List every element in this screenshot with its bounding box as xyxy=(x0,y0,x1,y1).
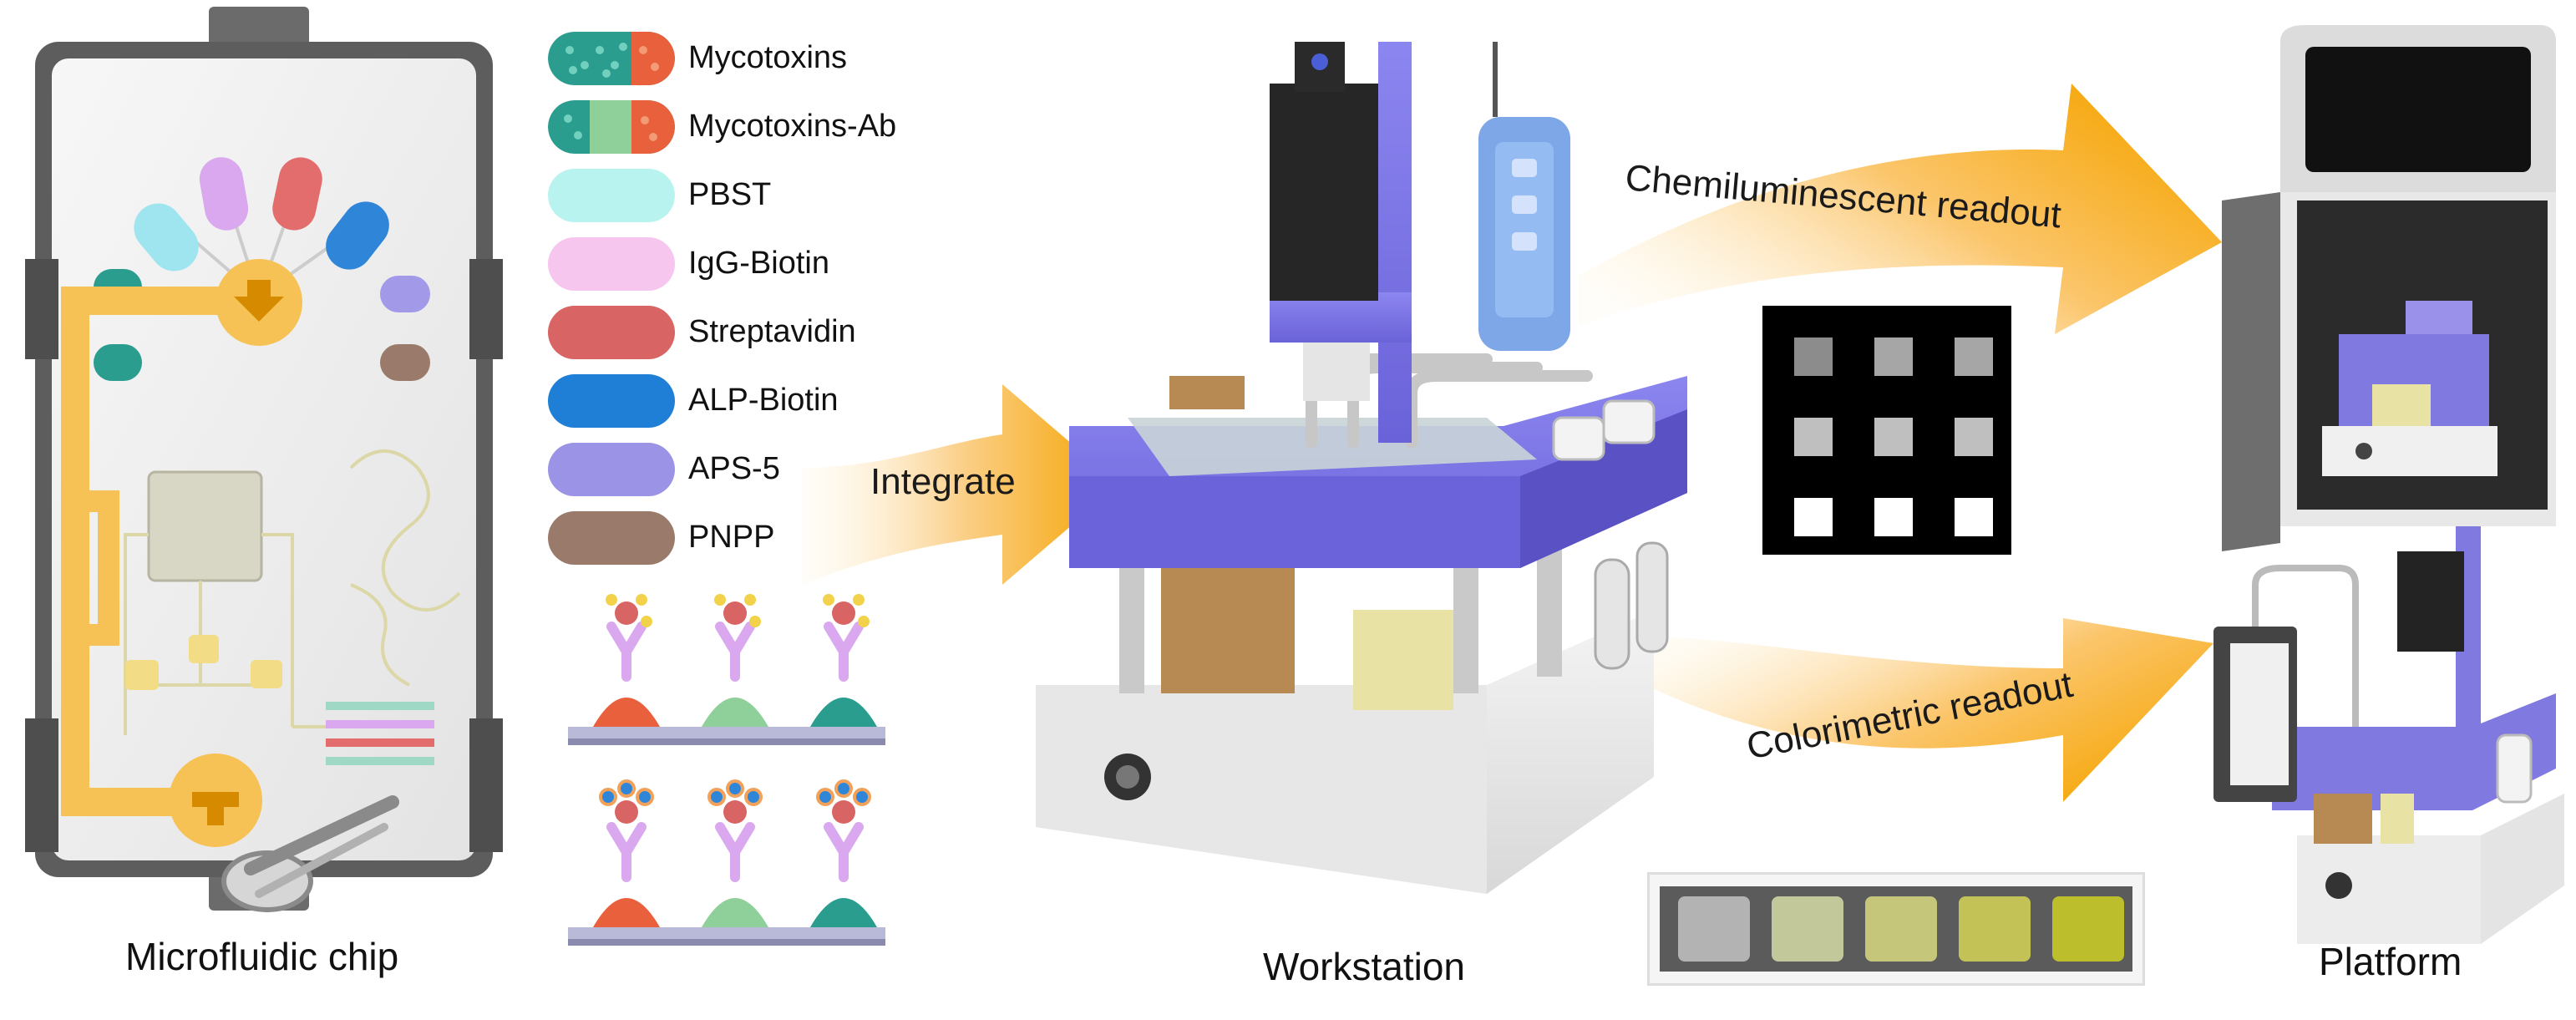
legend-swatch-pnpp xyxy=(548,511,675,565)
chip-reaction-chamber xyxy=(147,470,263,582)
antibody-complex-top xyxy=(593,594,877,727)
remote-control xyxy=(1478,42,1570,351)
legend-item: Mycotoxins-Ab xyxy=(548,97,966,165)
legend-label: PBST xyxy=(688,177,772,212)
legend-swatch-igg-biotin xyxy=(548,237,675,291)
legend-label: APS-5 xyxy=(688,451,780,486)
microfluidic-chip-illustration xyxy=(25,7,503,912)
chemi-spot xyxy=(1955,498,1993,536)
chemi-spot xyxy=(1955,418,1993,456)
legend-label: PNPP xyxy=(688,520,775,555)
legend-item: PNPP xyxy=(548,508,966,576)
chip-fluid-channels xyxy=(61,287,273,816)
workstation-motor xyxy=(1270,84,1378,301)
chip-test-strips xyxy=(326,702,434,765)
legend-label: Mycotoxins-Ab xyxy=(688,109,897,144)
integrate-arrow xyxy=(802,384,1119,585)
legend-label: ALP-Biotin xyxy=(688,383,839,418)
legend-swatch-mycotoxins xyxy=(548,32,675,85)
legend-item: APS-5 xyxy=(548,439,966,508)
platform-colorimetric-device xyxy=(2213,526,2564,944)
legend-swatch-mycotoxins-ab xyxy=(548,100,675,154)
immunoassay-schematic xyxy=(568,594,885,946)
platform-chemiluminescent-instrument xyxy=(2222,25,2556,551)
color-swatch xyxy=(1959,896,2031,962)
color-swatch xyxy=(2052,896,2124,962)
chemi-spot xyxy=(1874,337,1913,376)
assay-substrate-bottom xyxy=(568,927,885,939)
workstation-caption: Workstation xyxy=(1263,945,1466,988)
chip-caption: Microfluidic chip xyxy=(125,935,399,978)
workstation-heater-block xyxy=(1161,551,1295,693)
workstation-arm xyxy=(1378,42,1412,443)
workstation-illustration xyxy=(1036,42,1687,894)
chemi-spot xyxy=(1794,337,1833,376)
chemi-spot xyxy=(1794,418,1833,456)
chemi-spot xyxy=(1955,337,1993,376)
legend-item: ALP-Biotin xyxy=(548,371,966,439)
antibody-complex-bottom xyxy=(593,779,877,927)
legend-swatch-pbst xyxy=(548,169,675,222)
legend-label: Mycotoxins xyxy=(688,40,848,75)
chemi-spot xyxy=(1794,498,1833,536)
assay-substrate-top xyxy=(568,727,885,738)
legend-label: Streptavidin xyxy=(688,314,856,349)
color-swatch xyxy=(1678,896,1750,962)
color-swatch xyxy=(1865,896,1937,962)
platform-caption: Platform xyxy=(2319,940,2462,983)
legend-item: IgG-Biotin xyxy=(548,234,966,302)
legend-item: Streptavidin xyxy=(548,302,966,371)
microfluidic-chip-panel: Microfluidic chip xyxy=(0,0,518,1020)
chemi-spot xyxy=(1874,418,1913,456)
legend-swatch-alp-biotin xyxy=(548,374,675,428)
chemiluminescent-result-grid xyxy=(1762,306,2011,555)
instrument-door xyxy=(2222,192,2280,551)
reagent-legend: Mycotoxins Mycotoxins-Ab PBST IgG-Biotin… xyxy=(548,28,966,576)
legend-label: IgG-Biotin xyxy=(688,246,829,281)
legend-item: Mycotoxins xyxy=(548,28,966,97)
workstation-pump-block xyxy=(1353,610,1453,710)
chip-metal-clip xyxy=(221,795,399,912)
colorimetric-result-strip xyxy=(1647,872,2145,986)
legend-swatch-streptavidin xyxy=(548,306,675,359)
chemiluminescent-arrow xyxy=(1579,84,2222,334)
instrument-screen xyxy=(2305,47,2531,172)
legend-swatch-aps-5 xyxy=(548,443,675,496)
integrate-label: Integrate xyxy=(870,461,1016,502)
chemi-spot xyxy=(1874,498,1913,536)
color-swatch xyxy=(1772,896,1843,962)
colorimetric-arrow xyxy=(1612,618,2213,802)
legend-item: PBST xyxy=(548,165,966,234)
